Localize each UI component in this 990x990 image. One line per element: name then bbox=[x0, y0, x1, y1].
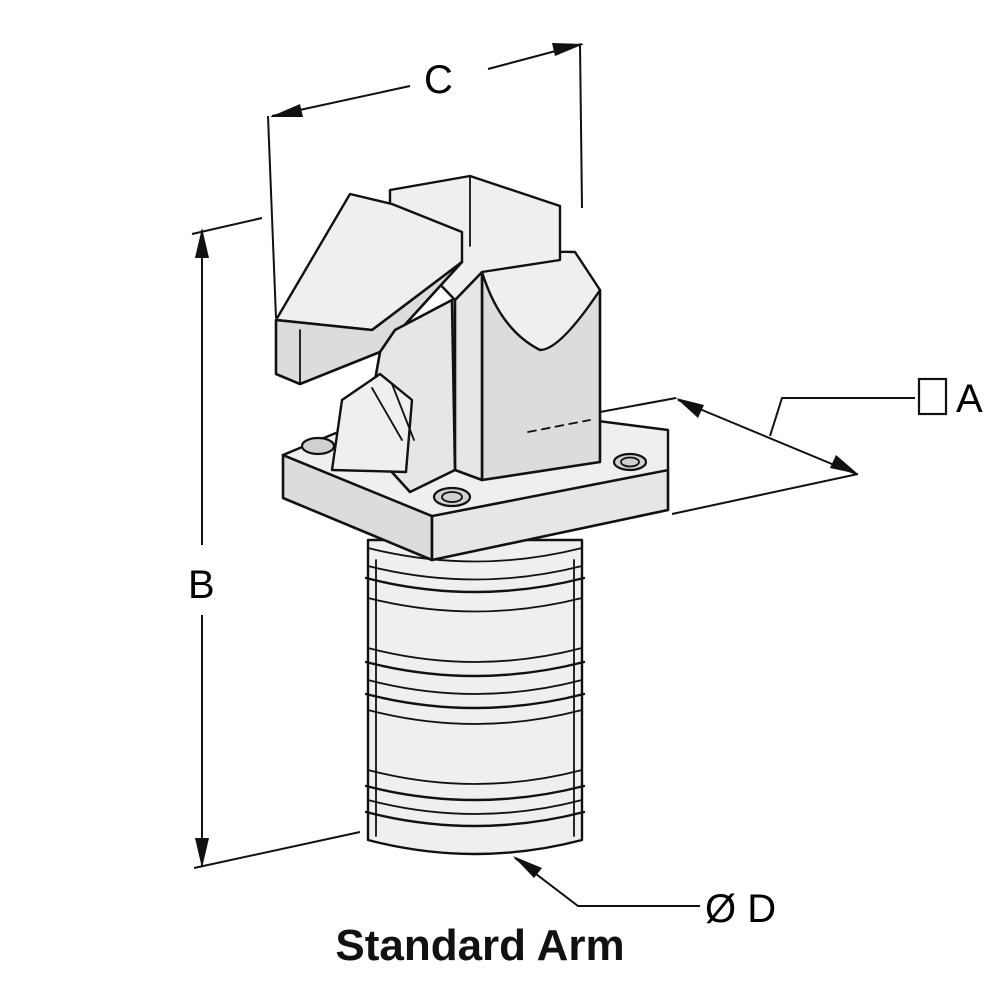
mounting-hole-right bbox=[612, 452, 648, 472]
dimension-b bbox=[191, 217, 361, 869]
dimension-d bbox=[513, 856, 700, 907]
mounting-hole-front bbox=[432, 486, 472, 508]
dimension-c-label: C bbox=[424, 58, 453, 102]
dimension-d-label: Ø D bbox=[705, 887, 776, 931]
dimension-c bbox=[267, 43, 584, 319]
mounting-hole-left bbox=[300, 436, 336, 456]
dimension-a-label: A bbox=[956, 377, 983, 421]
square-symbol-icon bbox=[917, 377, 948, 416]
dimension-a bbox=[599, 377, 948, 515]
clamp-housing bbox=[388, 174, 602, 482]
diagram-caption: Standard Arm bbox=[335, 921, 624, 970]
dimension-b-label: B bbox=[188, 563, 215, 607]
clamp-arm bbox=[274, 192, 464, 494]
clamp-cylinder bbox=[364, 538, 586, 856]
